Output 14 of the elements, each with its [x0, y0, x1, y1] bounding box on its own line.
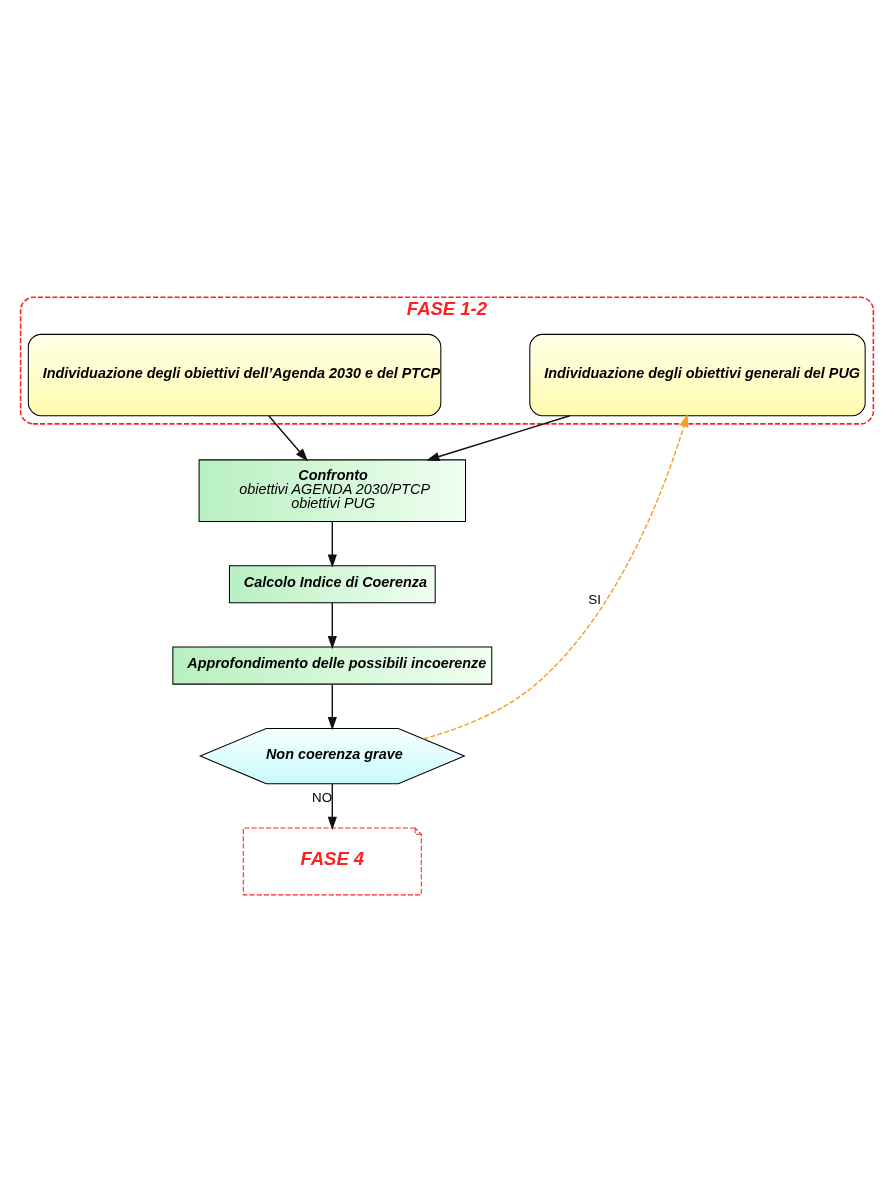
arrow: [327, 520, 337, 568]
node-box: Individuazione degli obiettivi dell’Agenda 2030 e del PTCP: [27, 333, 442, 416]
edge-label: SI: [588, 591, 601, 607]
node-box: Confronto obiettivi AGENDA 2030/PTCP obiettivi PUG: [198, 458, 467, 522]
node-box: Individuazione degli obiettivi generali del PUG: [529, 333, 866, 416]
arrow: [327, 683, 337, 730]
node-box: Approfondimento delle possibili incoerenze: [172, 646, 493, 685]
arrow: [426, 414, 571, 461]
arrow: [422, 413, 689, 740]
edge-label: NO: [311, 789, 333, 805]
node-box: Calcolo Indice di Coerenza: [228, 564, 436, 603]
arrow: [327, 601, 337, 649]
arrow: [327, 782, 337, 830]
arrow: [268, 414, 309, 461]
